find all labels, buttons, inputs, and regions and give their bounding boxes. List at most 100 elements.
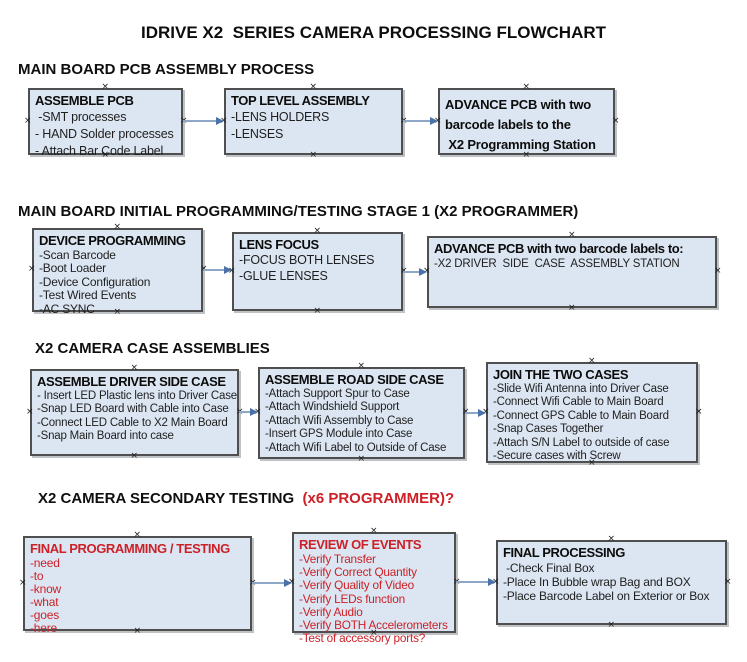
page-title: IDRIVE X2 SERIES CAMERA PROCESSING FLOWC… xyxy=(140,23,607,42)
section-heading-secondary-testing-black: X2 CAMERA SECONDARY TESTING xyxy=(38,490,303,507)
connection-anchor-icon xyxy=(131,452,138,461)
flow-box-assemble-pcb: ASSEMBLE PCB -SMT processes - HAND Solder… xyxy=(28,88,183,158)
connection-anchor-icon xyxy=(523,83,530,92)
section-heading-initial-programming: MAIN BOARD INITIAL PROGRAMMING/TESTING S… xyxy=(18,203,579,220)
arrow-line xyxy=(403,120,432,122)
flow-box-assemble-driver-side-case: ASSEMBLE DRIVER SIDE CASE- Insert LED Pl… xyxy=(30,369,239,456)
connection-anchor-icon xyxy=(134,531,141,540)
box-title: ADVANCE PCB with two barcode labels to: xyxy=(434,241,684,256)
box-item: -Attach S/N Label to outside of case xyxy=(493,436,670,449)
connection-anchor-icon xyxy=(608,535,615,544)
box-item: -Verify BOTH Accelerometers xyxy=(299,618,448,633)
connection-anchor-icon xyxy=(131,364,138,373)
connection-anchor-icon xyxy=(24,117,31,126)
connection-anchor-icon xyxy=(102,151,109,160)
box-item: -know xyxy=(30,581,62,596)
connection-anchor-icon xyxy=(568,304,575,313)
arrow-line xyxy=(465,412,480,414)
flow-arrow xyxy=(239,407,258,416)
connection-anchor-icon xyxy=(588,459,595,468)
arrow-line xyxy=(403,271,421,273)
arrow-line xyxy=(456,581,490,583)
box-item: -Attach Support Spur to Case xyxy=(265,388,410,400)
flow-box-lens-focus: LENS FOCUS-FOCUS BOTH LENSES-GLUE LENSES xyxy=(232,232,403,311)
box-title: REVIEW OF EVENTS xyxy=(299,537,422,552)
box-item: -Snap Main Board into case xyxy=(37,430,174,443)
connection-anchor-icon xyxy=(523,151,530,160)
connection-anchor-icon xyxy=(588,357,595,366)
flow-box-final-processing: FINAL PROCESSING -Check Final Box-Place … xyxy=(496,540,727,625)
box-item: -here xyxy=(30,620,58,635)
section-heading-secondary-testing-red: (x6 PROGRAMMER)? xyxy=(302,490,455,507)
connection-anchor-icon xyxy=(568,231,575,240)
flow-box-final-programming-testing: FINAL PROGRAMMING / TESTING-need-to-know… xyxy=(23,536,252,634)
box-item: -Device Configuration xyxy=(39,274,151,289)
box-item: -SMT processes xyxy=(35,110,127,124)
flow-arrow xyxy=(183,116,224,125)
box-item: -Insert GPS Module into Case xyxy=(265,428,413,441)
box-title: ASSEMBLE ROAD SIDE CASE xyxy=(265,372,444,387)
box-item: -Slide Wifi Antenna into Driver Case xyxy=(493,383,669,395)
connection-anchor-icon xyxy=(370,527,377,536)
box-item: -Verify Correct Quantity xyxy=(299,565,417,580)
box-title: TOP LEVEL ASSEMBLY xyxy=(231,93,370,108)
connection-anchor-icon xyxy=(314,307,321,316)
box-item: -Connect Wifi Cable to Main Board xyxy=(493,396,664,409)
flow-arrow xyxy=(456,577,496,586)
box-item: -Test Wired Events xyxy=(39,288,137,303)
connection-anchor-icon xyxy=(28,265,35,274)
connection-anchor-icon xyxy=(370,629,377,638)
connection-anchor-icon xyxy=(358,362,365,371)
arrow-line xyxy=(239,411,252,413)
box-item: -Attach Wifi Assembly to Case xyxy=(265,414,414,427)
box-item: -Connect GPS Cable to Main Board xyxy=(493,409,669,422)
flow-box-device-programming: DEVICE PROGRAMMING-Scan Barcode-Boot Loa… xyxy=(32,228,203,316)
connection-anchor-icon xyxy=(114,308,121,317)
connection-anchor-icon xyxy=(19,579,26,588)
box-item: -Place In Bubble wrap Bag and BOX xyxy=(503,575,691,589)
box-item: -GLUE LENSES xyxy=(239,268,328,283)
box-item: -goes xyxy=(30,607,60,622)
connection-anchor-icon xyxy=(608,621,615,630)
section-heading-pcb-assembly: MAIN BOARD PCB ASSEMBLY PROCESS xyxy=(18,61,315,78)
arrow-line xyxy=(183,120,218,122)
box-item: -Boot Loader xyxy=(39,261,106,276)
connection-anchor-icon xyxy=(114,223,121,232)
box-item: -Verify Audio xyxy=(299,604,363,619)
flow-box-review-of-events: REVIEW OF EVENTS-Verify Transfer-Verify … xyxy=(292,532,456,645)
connection-anchor-icon xyxy=(134,627,141,636)
arrow-line xyxy=(252,582,286,584)
box-item: -Attach Windshield Support xyxy=(265,401,400,414)
box-item: -to xyxy=(30,568,44,583)
box-title: ASSEMBLE PCB xyxy=(35,93,134,108)
connection-anchor-icon xyxy=(314,227,321,236)
box-item: X2 Programming Station xyxy=(445,137,596,152)
section-heading-case-assemblies: X2 CAMERA CASE ASSEMBLIES xyxy=(35,340,270,357)
flow-box-assemble-road-side-case: ASSEMBLE ROAD SIDE CASE-Attach Support S… xyxy=(258,367,465,459)
connection-anchor-icon xyxy=(310,83,317,92)
box-title: FINAL PROCESSING xyxy=(503,545,625,560)
connection-anchor-icon xyxy=(714,267,721,276)
flow-box-join-the-two-cases: JOIN THE TWO CASES-Slide Wifi Antenna in… xyxy=(486,362,698,463)
connection-anchor-icon xyxy=(26,408,33,417)
box-item: -X2 DRIVER SIDE CASE ASSEMBLY STATION xyxy=(434,258,680,270)
box-title: FINAL PROGRAMMING / TESTING xyxy=(30,541,230,556)
flow-arrow xyxy=(203,265,232,274)
connection-anchor-icon xyxy=(612,117,619,126)
box-item: -Test of accessory ports? xyxy=(299,631,426,646)
connection-anchor-icon xyxy=(102,83,109,92)
box-item: -Verify Transfer xyxy=(299,552,376,566)
box-item: -Secure cases with Screw xyxy=(493,450,621,463)
box-item: - HAND Solder processes xyxy=(35,127,174,141)
flow-arrow xyxy=(403,267,427,276)
flow-arrow xyxy=(252,578,292,587)
box-item: -AC SYNC xyxy=(39,301,95,316)
box-item: -need xyxy=(30,556,60,570)
connection-anchor-icon xyxy=(724,578,731,587)
connection-anchor-icon xyxy=(310,151,317,160)
box-item: -Connect LED Cable to X2 Main Board xyxy=(37,416,228,429)
box-title: JOIN THE TWO CASES xyxy=(493,367,629,382)
flow-arrow xyxy=(465,408,486,417)
